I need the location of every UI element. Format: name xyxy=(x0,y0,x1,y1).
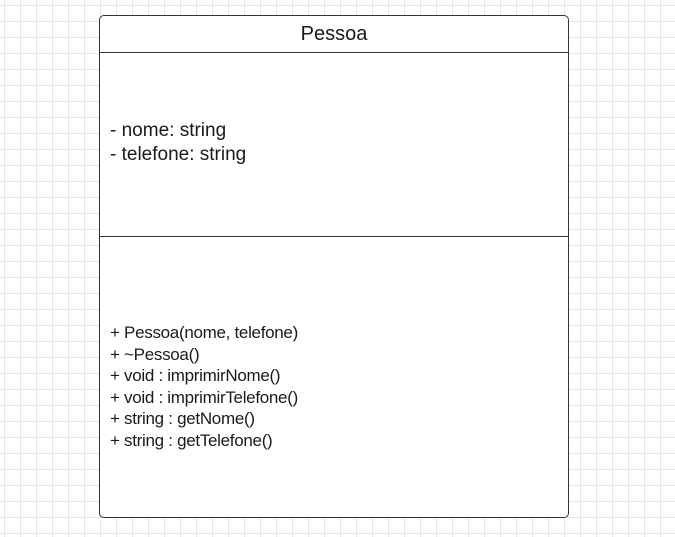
method-constructor: + Pessoa(nome, telefone) xyxy=(110,323,298,342)
method-get-telefone: + string : getTelefone() xyxy=(110,430,273,450)
class-name: Pessoa xyxy=(100,16,568,53)
method-imprimir-nome: + void : imprimirNome() xyxy=(110,366,281,386)
attribute-nome: - nome: string xyxy=(110,120,227,141)
method-imprimir-telefone: + void : imprimirTelefone() xyxy=(110,387,298,407)
attribute-list: - nome: string - telefone: string xyxy=(110,119,246,167)
attributes-compartment: - nome: string - telefone: string xyxy=(100,53,568,237)
method-destructor: + ~Pessoa() xyxy=(110,344,200,364)
attribute-telefone: - telefone: string xyxy=(110,144,247,165)
uml-class-box[interactable]: Pessoa - nome: string - telefone: string… xyxy=(99,15,569,518)
method-get-nome: + string : getNome() xyxy=(110,409,255,429)
method-list: + Pessoa(nome, telefone) + ~Pessoa() + v… xyxy=(110,322,298,452)
methods-compartment: + Pessoa(nome, telefone) + ~Pessoa() + v… xyxy=(100,237,568,517)
